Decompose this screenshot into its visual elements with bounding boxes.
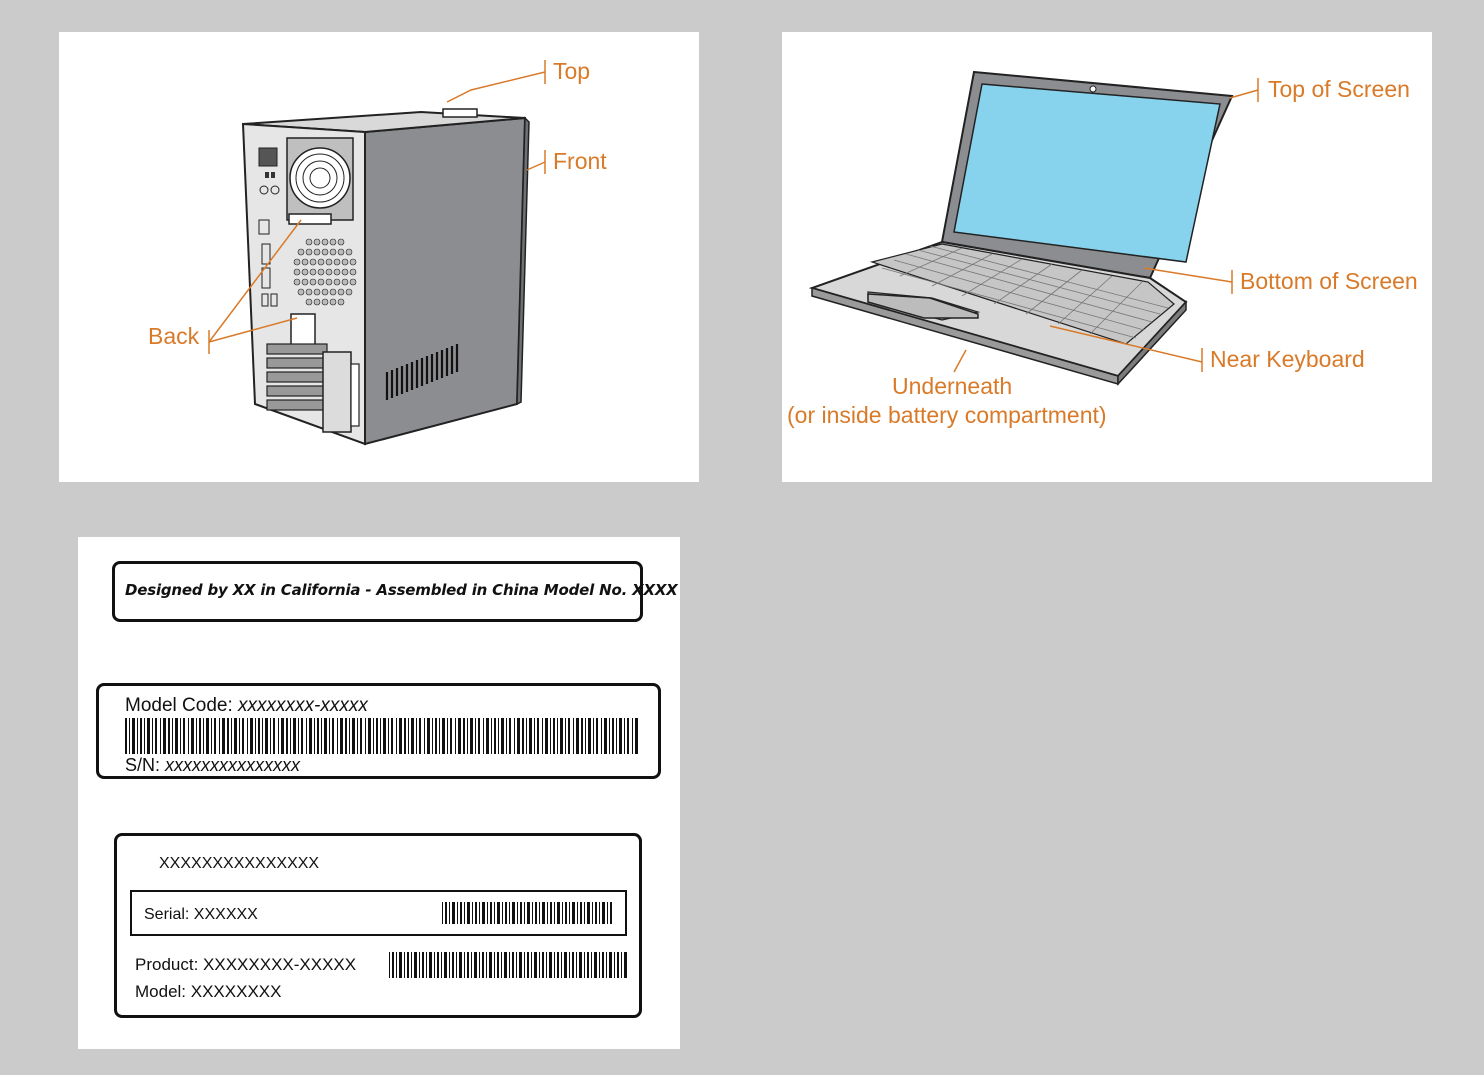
label-product: XXXXXXXXXXXXXXX Serial: XXXXXX Product: …: [114, 833, 642, 1018]
serial-barcode: [442, 902, 612, 924]
callout-top: Top: [553, 58, 591, 84]
model-code-label: Model Code:: [125, 695, 233, 716]
serial-box: Serial: XXXXXX: [130, 890, 627, 936]
product-barcode: [389, 952, 627, 978]
serial-text: Serial: XXXXXX: [144, 906, 258, 923]
model-code-value: xxxxxxxx-xxxxx: [238, 695, 368, 716]
callout-bottom-of-screen: Bottom of Screen: [1240, 268, 1418, 294]
product-text: Product: XXXXXXXX-XXXXX: [135, 955, 357, 974]
model-text: Model: XXXXXXXX: [135, 982, 282, 1001]
label-designed-by-text: Designed by XX in California - Assembled…: [125, 581, 678, 599]
label-examples-panel: Designed by XX in California - Assembled…: [78, 537, 680, 1049]
callout-back: Back: [148, 323, 200, 349]
laptop-panel: Top of Screen Bottom of Screen Near Keyb…: [782, 32, 1432, 482]
sn-value: xxxxxxxxxxxxxxx: [165, 755, 301, 775]
callout-front: Front: [553, 148, 607, 174]
callout-top-of-screen: Top of Screen: [1268, 76, 1410, 102]
label-product-header: XXXXXXXXXXXXXXX: [159, 855, 320, 872]
label-model-code: Model Code: xxxxxxxx-xxxxx S/N: xxxxxxxx…: [96, 683, 661, 779]
label-designed-by: Designed by XX in California - Assembled…: [112, 561, 678, 622]
sn-label: S/N:: [125, 755, 161, 775]
model-code-barcode: [125, 718, 638, 754]
callout-underneath: Underneath: [892, 373, 1013, 399]
tower-illustration: [208, 60, 546, 446]
callout-near-keyboard: Near Keyboard: [1210, 346, 1365, 372]
tower-panel: Top Front Back: [59, 32, 699, 482]
laptop-illustration: [808, 70, 1259, 386]
model-code-line: Model Code: xxxxxxxx-xxxxx: [125, 696, 368, 715]
callout-underneath-note: (or inside battery compartment): [787, 402, 1107, 428]
sn-line: S/N: xxxxxxxxxxxxxxx: [125, 756, 300, 774]
